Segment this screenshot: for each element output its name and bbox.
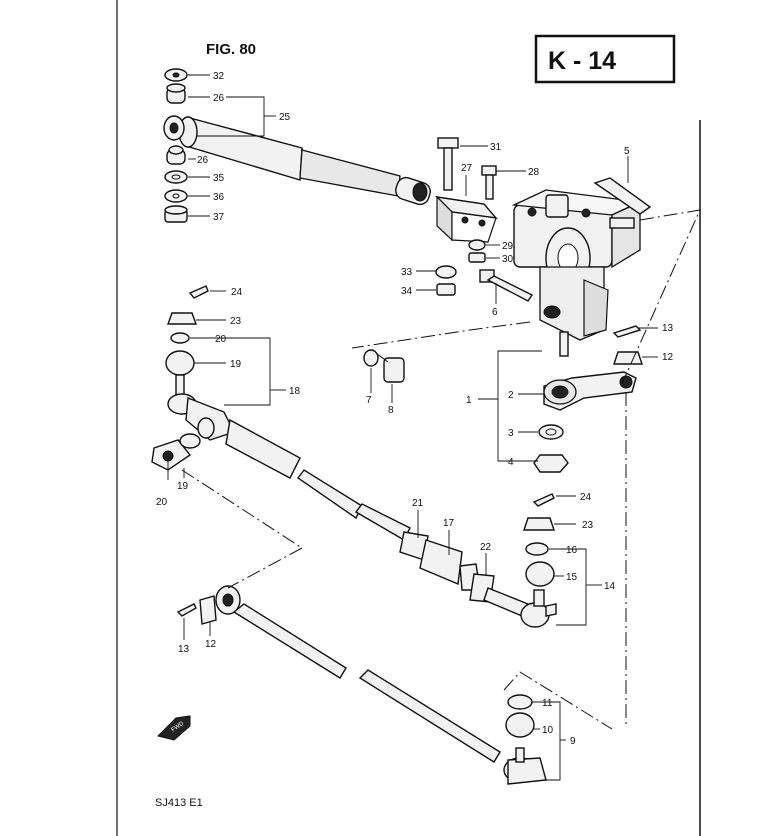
callout-6: 6 [492,307,498,318]
callout-33: 33 [401,267,413,278]
callout-23b: 23 [582,520,594,531]
callout-5: 5 [624,146,630,157]
callout-26a: 26 [213,93,225,104]
callout-11: 11 [542,698,553,709]
callout-19b: 19 [177,481,189,492]
damper-bracket [435,137,498,263]
callout-31: 31 [490,142,502,153]
callout-14: 14 [604,581,616,592]
callout-20b: 20 [156,497,168,508]
steering-damper-group [163,68,431,223]
callout-4: 4 [508,457,514,468]
callout-20a: 20 [215,334,227,345]
callout-8: 8 [388,405,394,416]
model-code: SJ413 E1 [155,797,203,809]
callout-10: 10 [542,725,554,736]
leader-lines [167,74,658,781]
callout-9: 9 [570,736,576,747]
center-lines [181,209,701,730]
callout-16: 16 [566,545,578,556]
tie-rod-end-14 [523,493,555,587]
callout-32: 32 [213,71,225,82]
callout-7: 7 [366,395,372,406]
callout-3: 3 [508,428,514,439]
callout-13a: 13 [662,323,674,334]
callout-29: 29 [502,241,514,252]
callout-28: 28 [528,167,540,178]
callout-35: 35 [213,173,225,184]
callout-15: 15 [566,572,578,583]
callout-24a: 24 [231,287,243,298]
callout-1: 1 [466,395,472,406]
center-rod [297,469,557,628]
figure-title: FIG. 80 [206,41,256,58]
pitman-arm-group [363,325,643,473]
callout-21: 21 [412,498,424,509]
callout-26b: 26 [197,155,209,166]
callout-2: 2 [508,390,514,401]
callout-34: 34 [401,286,413,297]
callout-12b: 12 [205,639,217,650]
fwd-arrow-icon: FWD [157,715,191,741]
damper-cylinder [185,117,303,181]
callout-23a: 23 [230,316,242,327]
callout-25: 25 [279,112,291,123]
callout-27: 27 [461,163,473,174]
callout-36: 36 [213,192,225,203]
callout-19a: 19 [230,359,242,370]
callout-labels: 32 26 25 26 35 36 37 31 27 28 29 30 5 33… [156,71,674,747]
callout-22: 22 [480,542,492,553]
callout-24b: 24 [580,492,592,503]
tie-rod-9 [176,585,547,785]
callout-13b: 13 [178,644,190,655]
callout-37: 37 [213,212,225,223]
tie-rod-end-18 [151,285,301,479]
callout-18: 18 [289,386,301,397]
steering-gear-box [435,177,652,357]
page-code-box: K - 14 [534,34,676,84]
callout-30: 30 [502,254,514,265]
page-code: K - 14 [548,47,616,75]
callout-12a: 12 [662,352,674,363]
callout-17: 17 [443,518,455,529]
